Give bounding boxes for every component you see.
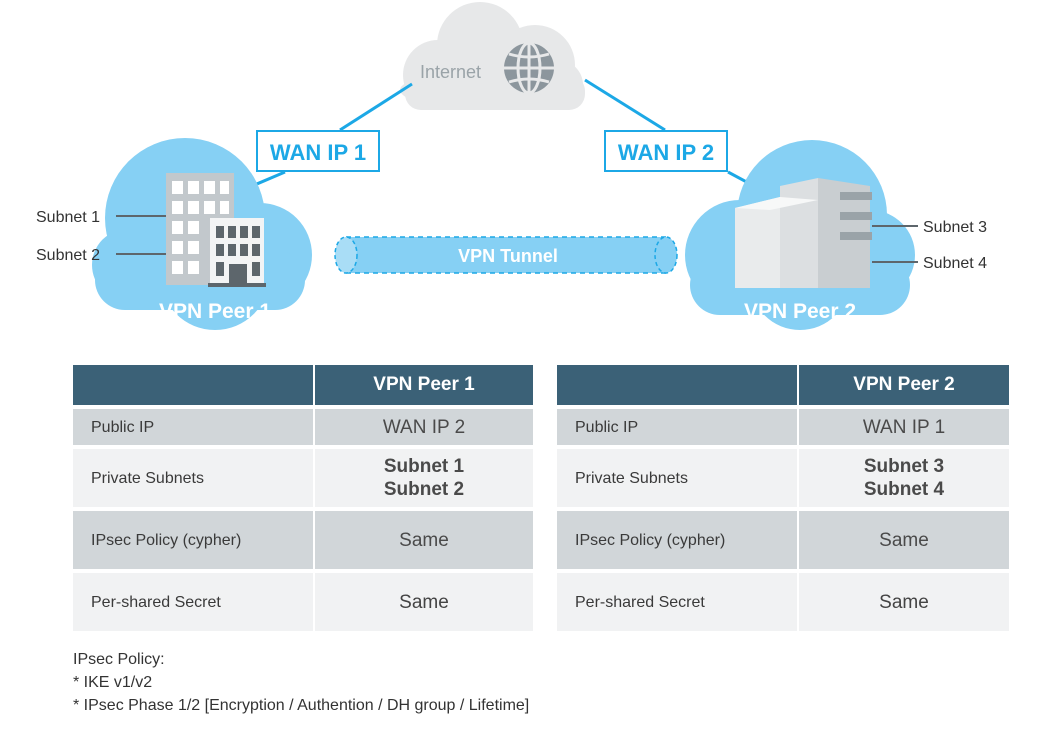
subnet-value: Subnet 3 [863,456,945,477]
row-value-public-ip: WAN IP 1 [799,409,1009,445]
table-row: Private Subnets Subnet 1 Subnet 2 [73,449,533,507]
table-row: Public IP WAN IP 1 [557,409,1009,445]
notes-line: * IKE v1/v2 [73,674,153,691]
vpn-tunnel-label: VPN Tunnel [458,246,558,266]
row-label-private-subnets: Private Subnets [73,449,313,507]
subnet-value: Subnet 2 [383,479,465,500]
link-internet-wan2 [584,78,666,132]
row-value-public-ip: WAN IP 2 [315,409,533,445]
link-internet-wan1 [339,82,413,132]
row-label-pre-shared-secret: Per-shared Secret [557,573,797,631]
data-center-building-icon [735,178,872,288]
table-row: Per-shared Secret Same [73,573,533,631]
table-row: Private Subnets Subnet 3 Subnet 4 [557,449,1009,507]
row-label-ipsec-policy: IPsec Policy (cypher) [557,511,797,569]
table-row: Per-shared Secret Same [557,573,1009,631]
table-row: Public IP WAN IP 2 [73,409,533,445]
row-label-private-subnets: Private Subnets [557,449,797,507]
row-value-pre-shared-secret: Same [799,573,1009,631]
ipsec-policy-notes: IPsec Policy: * IKE v1/v2 * IPsec Phase … [73,648,529,717]
table-header-blank [73,365,313,405]
row-label-pre-shared-secret: Per-shared Secret [73,573,313,631]
table-header-row: VPN Peer 2 [557,365,1009,405]
row-label-public-ip: Public IP [557,409,797,445]
subnet3-label: Subnet 3 [923,219,987,236]
wan-ip-1-label: WAN IP 1 [270,140,366,165]
peer2-config-table: VPN Peer 2 Public IP WAN IP 1 Private Su… [555,361,1011,635]
subnet1-label: Subnet 1 [36,209,100,226]
vpn-diagram: Internet WAN IP 1 WAN IP 2 [36,2,987,330]
table-header-peer1: VPN Peer 1 [315,365,533,405]
peer1-label: VPN Peer 1 [159,300,271,323]
vpn-tunnel [334,236,678,274]
wan-ip-2-label: WAN IP 2 [618,140,714,165]
row-label-public-ip: Public IP [73,409,313,445]
internet-cloud [400,2,585,110]
office-building-icon [166,173,266,287]
row-label-ipsec-policy: IPsec Policy (cypher) [73,511,313,569]
subnet4-label: Subnet 4 [923,255,987,272]
table-row: IPsec Policy (cypher) Same [557,511,1009,569]
row-value-ipsec-policy: Same [315,511,533,569]
table-header-peer2: VPN Peer 2 [799,365,1009,405]
row-value-private-subnets: Subnet 1 Subnet 2 [315,449,533,507]
internet-label: Internet [420,62,481,82]
subnet-value: Subnet 4 [863,479,945,500]
globe-icon [504,41,554,95]
row-value-pre-shared-secret: Same [315,573,533,631]
notes-line: * IPsec Phase 1/2 [Encryption / Authenti… [73,697,530,714]
table-header-blank [557,365,797,405]
row-value-private-subnets: Subnet 3 Subnet 4 [799,449,1009,507]
row-value-ipsec-policy: Same [799,511,1009,569]
table-header-row: VPN Peer 1 [73,365,533,405]
subnet-value: Subnet 1 [383,456,465,477]
wan-ip-1-box [256,130,380,172]
peer2-label: VPN Peer 2 [744,300,856,323]
subnet2-label: Subnet 2 [36,247,100,264]
wan-ip-2-box [604,130,728,172]
peer1-config-table: VPN Peer 1 Public IP WAN IP 2 Private Su… [71,361,535,635]
notes-title: IPsec Policy: [73,651,165,668]
table-row: IPsec Policy (cypher) Same [73,511,533,569]
